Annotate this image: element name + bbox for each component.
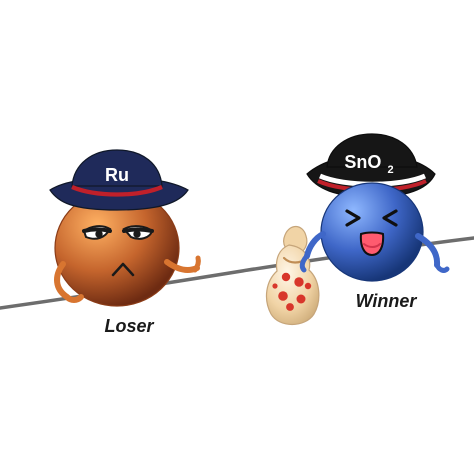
winner-hat-text: SnO 2	[344, 152, 393, 176]
loser-hat-text: Ru	[105, 165, 129, 185]
winner-caption: Winner	[356, 291, 418, 311]
winner-right-arm	[415, 233, 441, 268]
winner-left-eye	[345, 209, 361, 227]
loser-caption: Loser	[104, 316, 154, 336]
money-sack-icon	[265, 225, 320, 326]
loser-hat: Ru	[49, 149, 189, 211]
winner-mouth	[359, 231, 385, 257]
loser-eyes	[82, 225, 154, 240]
loser-character: Ru Loser	[49, 149, 201, 336]
winner-character: SnO 2 Winner	[299, 133, 450, 311]
winner-hat: SnO 2	[306, 133, 436, 198]
loser-mouth	[111, 262, 135, 277]
winner-left-arm	[304, 231, 326, 259]
winner-right-eye	[382, 209, 398, 227]
loser-left-arm	[54, 261, 70, 300]
